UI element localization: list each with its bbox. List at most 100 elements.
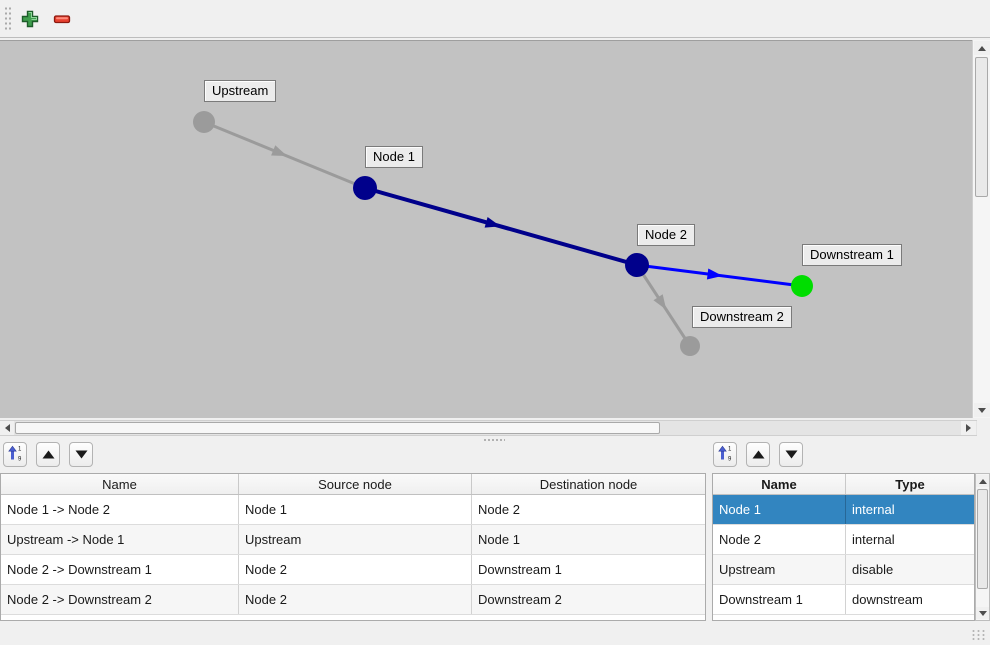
scroll-down-button[interactable] xyxy=(976,607,989,619)
node-label-node-2[interactable]: Node 2 xyxy=(637,224,695,246)
cell: internal xyxy=(852,532,895,547)
down-arrow-icon xyxy=(978,407,986,413)
down-triangle-icon xyxy=(75,447,88,462)
edges-table: Name Source node Destination node Node 1… xyxy=(0,473,706,621)
node-label-upstream[interactable]: Upstream xyxy=(204,80,277,102)
nodes-table-row[interactable]: Node 2 internal xyxy=(713,525,974,555)
remove-button[interactable] xyxy=(49,7,75,33)
svg-text:1: 1 xyxy=(728,447,732,453)
node-downstream-1[interactable] xyxy=(791,275,813,297)
cell: Downstream 1 xyxy=(478,562,562,577)
svg-text:1: 1 xyxy=(18,447,22,453)
graph-vscroll-thumb[interactable] xyxy=(975,57,988,197)
node-downstream-2[interactable] xyxy=(680,336,700,356)
toolbar-drag-handle[interactable] xyxy=(4,6,12,32)
cell: Downstream 2 xyxy=(478,592,562,607)
edge-node-1-to-node-2[interactable] xyxy=(364,186,638,267)
cell: Upstream -> Node 1 xyxy=(1,525,239,554)
nodes-table-header: Name Type xyxy=(713,474,974,495)
nodes-move-down-button[interactable] xyxy=(779,442,803,467)
plus-icon xyxy=(21,10,39,31)
sort-ascending-icon: 1 9 xyxy=(717,445,733,464)
up-triangle-icon xyxy=(42,447,55,462)
cell: Node 1 xyxy=(478,532,520,547)
splitter-handle-icon xyxy=(483,438,505,442)
cell: Node 2 -> Downstream 1 xyxy=(1,555,239,584)
nodes-table-scrollbar[interactable] xyxy=(975,473,990,621)
node-upstream[interactable] xyxy=(193,111,215,133)
column-header-label: Name xyxy=(761,476,797,492)
cell: Node 2 xyxy=(239,585,472,614)
down-triangle-icon xyxy=(785,447,798,462)
column-header-type[interactable]: Type xyxy=(846,474,974,494)
graph-horizontal-scrollbar[interactable] xyxy=(0,420,977,436)
node-node-2[interactable] xyxy=(625,253,649,277)
cell: Node 2 xyxy=(713,525,846,554)
edges-sort-button[interactable]: 1 9 xyxy=(3,442,27,467)
cell: internal xyxy=(852,502,895,517)
nodes-move-up-button[interactable] xyxy=(746,442,770,467)
scroll-right-button[interactable] xyxy=(961,421,976,435)
column-header-label: Name xyxy=(102,476,137,492)
column-header-label: Source node xyxy=(318,476,392,492)
up-arrow-icon xyxy=(978,45,986,51)
edges-table-header: Name Source node Destination node xyxy=(1,474,705,495)
nodes-table-row[interactable]: Upstream disable xyxy=(713,555,974,585)
scroll-down-button[interactable] xyxy=(974,403,990,417)
column-header-label: Destination node xyxy=(539,476,638,492)
scrollbar-corner xyxy=(977,420,990,436)
cell: Node 1 xyxy=(239,495,472,524)
cell: Node 1 xyxy=(713,495,846,524)
nodes-sort-button[interactable]: 1 9 xyxy=(713,442,737,467)
column-header-source-node[interactable]: Source node xyxy=(239,474,472,494)
node-label-downstream-2[interactable]: Downstream 2 xyxy=(692,306,792,328)
edges-move-up-button[interactable] xyxy=(36,442,60,467)
svg-text:9: 9 xyxy=(728,456,732,461)
nodes-table-scroll-thumb[interactable] xyxy=(977,489,988,589)
column-header-destination-node[interactable]: Destination node xyxy=(472,474,705,494)
pane-splitter[interactable] xyxy=(0,437,990,443)
edge-arrow-icon xyxy=(653,294,667,310)
graph-hscroll-thumb[interactable] xyxy=(15,422,660,434)
edge-arrow-icon xyxy=(706,268,723,280)
window-resize-grip[interactable] xyxy=(971,629,985,641)
column-header-label: Type xyxy=(895,476,925,492)
nodes-table-row[interactable]: Node 1 internal xyxy=(713,495,974,525)
cell: disable xyxy=(852,562,894,577)
cell: Node 1 -> Node 2 xyxy=(1,495,239,524)
down-arrow-icon xyxy=(978,610,987,616)
edge-arrow-icon xyxy=(271,145,288,157)
node-label-node-1[interactable]: Node 1 xyxy=(365,146,423,168)
cell: Node 2 -> Downstream 2 xyxy=(1,585,239,614)
scroll-up-button[interactable] xyxy=(974,41,990,55)
scroll-up-button[interactable] xyxy=(976,475,989,487)
column-header-name[interactable]: Name xyxy=(713,474,846,494)
svg-text:9: 9 xyxy=(18,456,22,461)
minus-icon xyxy=(53,10,71,31)
left-arrow-icon xyxy=(4,424,10,432)
column-header-name[interactable]: Name xyxy=(1,474,239,494)
graph-vertical-scrollbar[interactable] xyxy=(972,40,990,418)
node-label-downstream-1[interactable]: Downstream 1 xyxy=(802,244,902,266)
add-button[interactable] xyxy=(17,7,43,33)
node-node-1[interactable] xyxy=(353,176,377,200)
cell: Node 2 xyxy=(478,502,520,517)
main-toolbar xyxy=(0,0,990,38)
cell: Node 2 xyxy=(239,555,472,584)
cell: Upstream xyxy=(239,525,472,554)
edges-move-down-button[interactable] xyxy=(69,442,93,467)
right-arrow-icon xyxy=(966,424,971,432)
cell: Upstream xyxy=(713,555,846,584)
up-arrow-icon xyxy=(978,478,987,484)
scroll-left-button[interactable] xyxy=(0,421,14,435)
edge-arrow-icon xyxy=(484,216,501,228)
